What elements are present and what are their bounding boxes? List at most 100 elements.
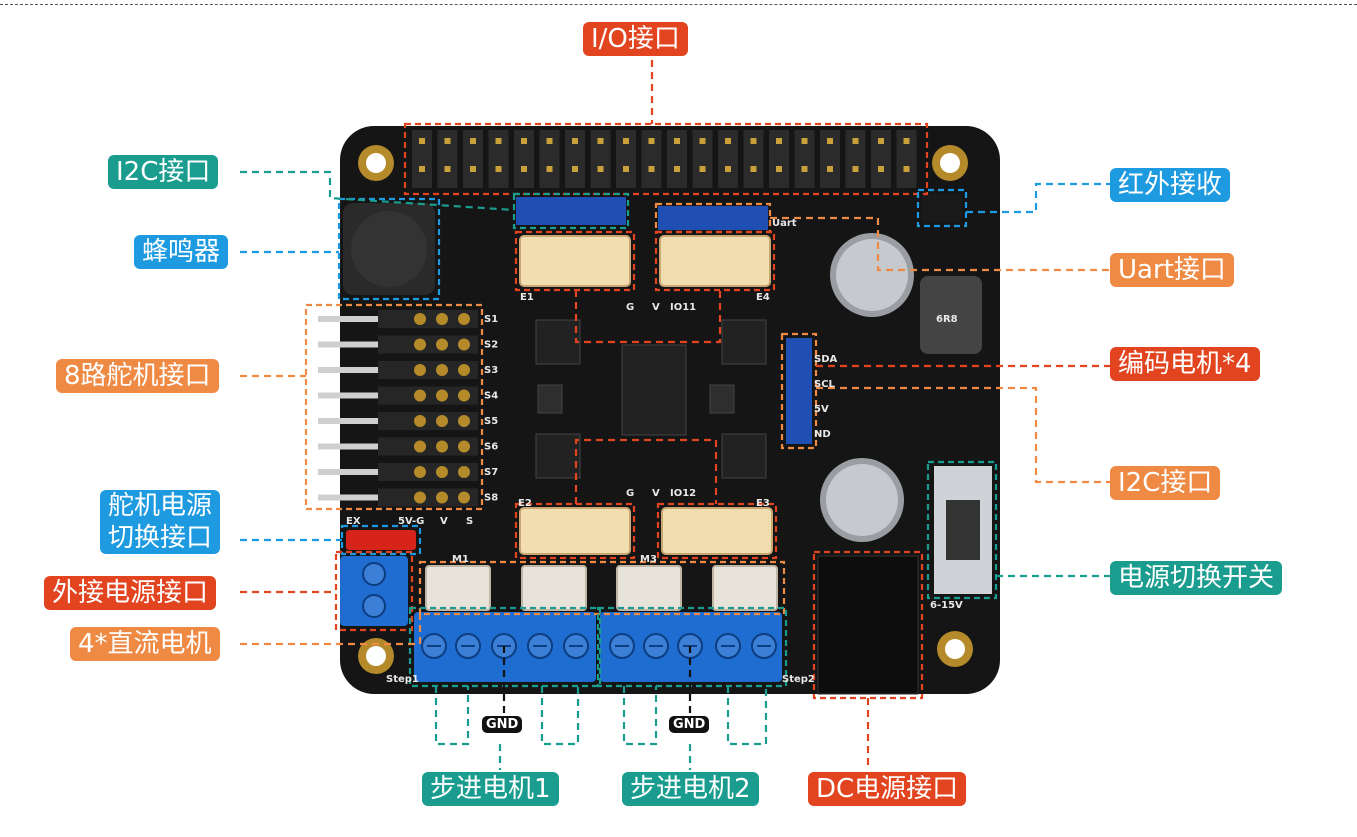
silk-i2c-SDA: SDA [814,354,838,365]
servo-pin-pad [414,440,426,453]
servo-pin-pad [458,440,470,453]
io-pin [616,130,636,188]
io-pin [769,130,789,188]
silk-i2c-SCL: SCL [814,379,836,390]
silk-step1: Step1 [386,674,419,685]
label-gnd-1: GND [482,716,523,733]
leader-stepper2 [622,686,768,770]
io-pin-tip [827,166,833,172]
label-io-port: I/O接口 [583,22,688,56]
silk-io-g: G [626,302,634,313]
dc-jack [817,555,919,695]
label-power-switch: 电源切换开关 [1110,561,1283,595]
io-pin-tip [674,138,680,144]
servo-pin-pad [458,313,470,325]
silk-io-v2: V [652,488,660,499]
io-pin-tip [852,166,859,172]
silk-servo-S3: S3 [484,365,498,376]
io-pin [488,130,509,188]
io-pin-tip [495,138,502,144]
servo-pin-pad [436,364,448,376]
io-pin-tip [878,138,884,144]
silk-servo-S5: S5 [484,416,498,427]
silk-e3: E3 [756,498,770,509]
silk-m3: M3 [640,554,657,565]
box-i2c-right [780,332,818,450]
leader-stepper1 [434,686,580,770]
ext-power-terminal [340,556,408,626]
io-pin-tip [572,138,578,144]
motor-connectors [425,565,778,611]
buzzer-top [351,211,427,287]
box-uart [654,202,772,234]
servo-pin-pad [436,491,448,504]
io-pin [845,130,866,188]
label-servo: 8路舵机接口 [56,359,219,393]
label-stepper-2: 步进电机2 [622,772,759,806]
servo-pin [318,367,378,373]
mounting-holes [358,145,973,674]
io-pin-tip [878,166,884,172]
silk-v: V [440,516,448,527]
servo-pin [318,469,378,475]
io-pin-tip [903,138,910,144]
servo-pin-block [378,412,478,430]
power-switch-slider [946,500,980,560]
io-pin-tip [419,166,425,172]
io-pin [437,130,458,188]
label-servo-power-line2: 切换接口 [108,523,213,553]
io-pin-tip [546,138,553,144]
silk-step2: Step2 [782,674,815,685]
label-servo-power-line1: 舵机电源 [108,491,213,521]
io-pin-tip [699,138,706,144]
silk-io-g2: G [626,488,634,499]
label-buzzer: 蜂鸣器 [134,235,229,269]
servo-pin-block [378,488,478,507]
servo-pin-pad [458,389,470,402]
io-pin-tip [648,166,655,172]
io-pin-tip [725,138,731,144]
io-pin-tip [495,166,502,172]
box-buzzer [337,197,441,301]
io-pin [692,130,713,188]
servo-pin [318,418,378,424]
box-dc [812,550,924,700]
servo-pin-pad [414,491,426,504]
io-pin [514,130,534,188]
servo-pin [318,443,378,450]
io-pin [794,130,815,188]
io-pin-tip [750,138,757,144]
servo-pin [318,341,378,348]
servo-pin-pad [436,415,448,427]
ir-receiver [922,194,962,222]
encoder-connectors [519,235,773,555]
silk-ex: EX [346,516,361,527]
servo-pin-header [318,310,478,507]
servo-pin-pad [436,440,448,453]
io-pin-tip [623,138,629,144]
servo-pin-block [378,386,478,405]
servo-pin-block [378,335,478,354]
servo-pin-pad [458,338,470,351]
servo-pin-pad [436,466,448,478]
io-pin-tip [852,138,859,144]
box-encoder-e2 [514,502,636,560]
servo-pin [318,316,378,322]
servo-pin-pad [414,415,426,427]
servo-pin-pad [414,389,426,402]
io-pin-tip [572,166,578,172]
silk-s: S [466,516,473,527]
servo-pin-pad [458,466,470,478]
servo-pin-pad [458,415,470,427]
io-pin [539,130,560,188]
io-pin [820,130,840,188]
io-pin [743,130,764,188]
servo-pin-pad [436,389,448,402]
servo-pin-pad [458,491,470,504]
silk-io11: IO11 [670,302,696,313]
label-dc-power: DC电源接口 [808,772,967,806]
silk-e2: E2 [518,498,532,509]
servo-pin-pad [414,466,426,478]
io-pin-tip [801,138,808,144]
servo-pin [318,392,378,399]
